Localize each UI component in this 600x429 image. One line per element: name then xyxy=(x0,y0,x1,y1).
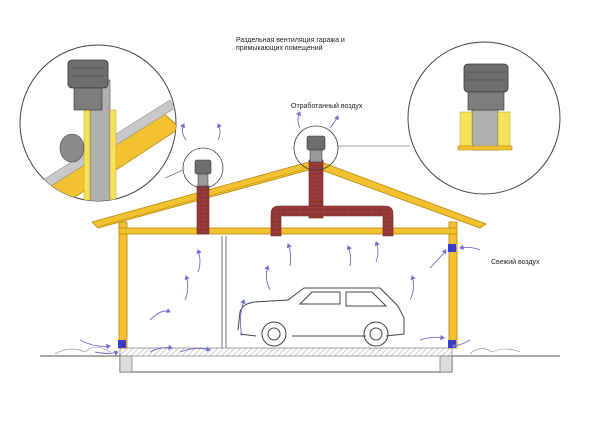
roof-deflector-small-right xyxy=(306,135,326,163)
ground xyxy=(40,346,560,373)
roof-deflector-icon xyxy=(463,63,509,111)
airflow-arrows xyxy=(79,111,481,356)
exhaust-ducts xyxy=(196,159,394,237)
ceiling-beam xyxy=(118,227,458,235)
detail-right xyxy=(407,41,561,195)
title-line-2: примыкающих помещений xyxy=(236,45,323,52)
title-line-1: Раздельная вентиляция гаража и xyxy=(236,37,345,44)
diagram-title: Раздельная вентиляция гаража и примыкающ… xyxy=(236,37,345,53)
roof-deflector-small-left xyxy=(194,159,212,187)
label-fresh-air: Свежий воздух xyxy=(491,259,540,266)
walls xyxy=(118,221,458,349)
detail-left xyxy=(19,44,177,202)
car-outline-icon xyxy=(237,287,405,347)
label-exhaust-air: Отработанный воздух xyxy=(291,103,363,110)
roof-deflector-icon xyxy=(67,59,109,111)
